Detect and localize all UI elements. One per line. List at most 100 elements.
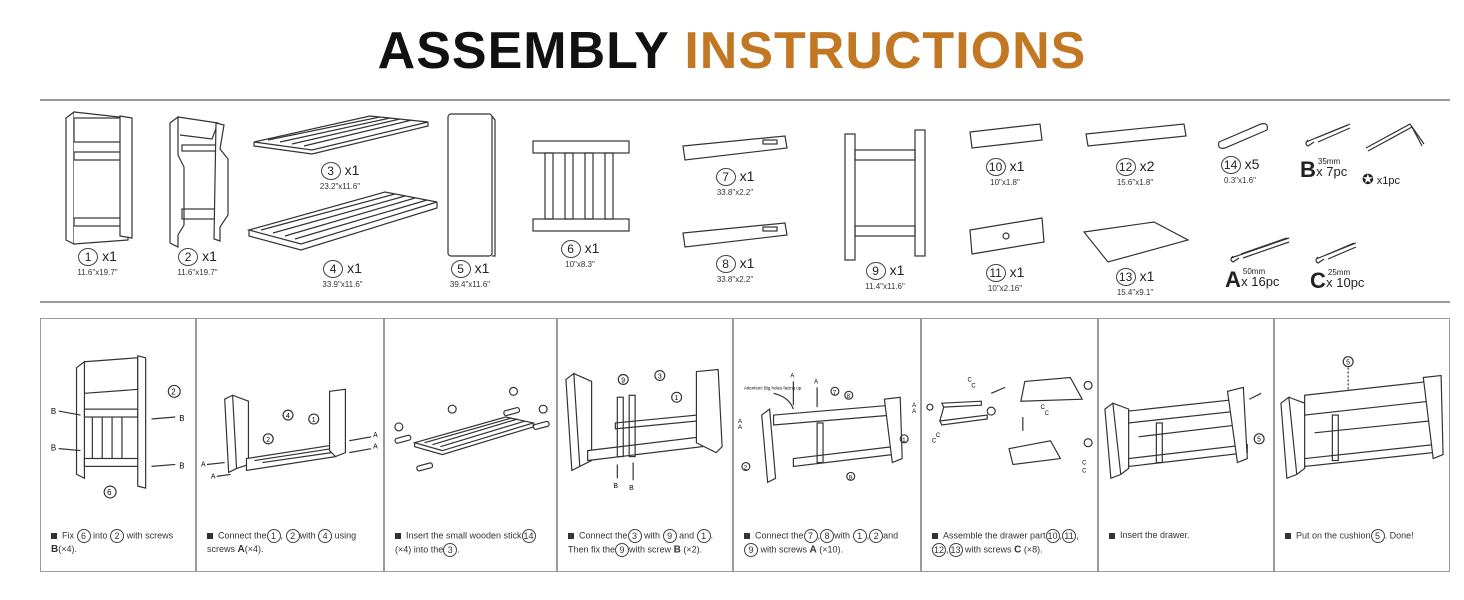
screw-c-icon bbox=[1315, 242, 1357, 264]
svg-text:A: A bbox=[814, 379, 818, 385]
svg-text:A: A bbox=[738, 425, 742, 431]
svg-text:C: C bbox=[1041, 405, 1046, 411]
step-4-illustration: 9 3 1 B B bbox=[565, 368, 723, 492]
svg-text:C: C bbox=[932, 439, 937, 445]
svg-text:2: 2 bbox=[744, 465, 747, 471]
drawer-bottom-13-icon bbox=[1082, 221, 1190, 263]
svg-text:2: 2 bbox=[171, 387, 175, 396]
step-7-illustration: 5 bbox=[1104, 386, 1265, 480]
step-7: 5 Insert the drawer. bbox=[1098, 318, 1274, 572]
step-8-illustration: 5 bbox=[1280, 356, 1444, 480]
svg-text:B: B bbox=[629, 485, 634, 492]
svg-text:4: 4 bbox=[286, 413, 290, 420]
cushion-5-icon bbox=[447, 113, 496, 257]
svg-text:C: C bbox=[1082, 460, 1087, 466]
svg-text:A: A bbox=[211, 473, 216, 480]
svg-text:1: 1 bbox=[675, 395, 679, 402]
side-panel-2-icon bbox=[169, 115, 229, 248]
page-title: ASSEMBLY INSTRUCTIONS bbox=[0, 22, 1464, 80]
step-1-illustration: B B B B 2 6 bbox=[51, 355, 184, 499]
wooden-dowel-14-icon bbox=[1218, 123, 1268, 149]
divider-frame-9-icon bbox=[844, 129, 926, 261]
svg-text:3: 3 bbox=[658, 373, 662, 380]
svg-text:A: A bbox=[373, 444, 378, 451]
svg-text:9: 9 bbox=[621, 377, 625, 384]
step-5-illustration: Attention! Big holes facing up A A 7 8 A… bbox=[738, 373, 916, 484]
svg-text:B: B bbox=[179, 414, 184, 423]
divider-parts-bottom bbox=[40, 301, 1450, 303]
screw-a-icon bbox=[1230, 237, 1290, 263]
shelf-3-icon bbox=[253, 115, 429, 155]
side-panel-1-icon bbox=[64, 110, 133, 245]
svg-text:B: B bbox=[51, 444, 56, 453]
title-assembly: ASSEMBLY bbox=[377, 22, 669, 80]
drawer-side-10-icon bbox=[969, 123, 1043, 149]
svg-text:A: A bbox=[912, 409, 916, 415]
shelf-4-icon bbox=[246, 191, 438, 251]
svg-text:6: 6 bbox=[107, 488, 112, 497]
svg-text:A: A bbox=[373, 432, 378, 439]
drawer-front-11-icon bbox=[969, 217, 1045, 255]
step-5: Attention! Big holes facing up A A 7 8 A… bbox=[733, 318, 921, 572]
svg-text:C: C bbox=[967, 377, 972, 383]
svg-text:8: 8 bbox=[847, 394, 851, 400]
step-6-illustration: CC CC CC CC bbox=[926, 376, 1093, 474]
svg-text:B: B bbox=[179, 461, 184, 470]
svg-text:C: C bbox=[971, 383, 976, 389]
title-instructions: INSTRUCTIONS bbox=[684, 22, 1087, 80]
svg-text:B: B bbox=[613, 483, 618, 490]
hex-bit-icon: ✪ bbox=[1362, 171, 1374, 187]
svg-text:B: B bbox=[51, 407, 56, 416]
svg-text:C: C bbox=[1045, 411, 1050, 417]
svg-text:2: 2 bbox=[266, 437, 270, 444]
step-2-illustration: 4 1 2 A A A A bbox=[201, 388, 378, 480]
svg-text:C: C bbox=[936, 433, 941, 439]
svg-text:5: 5 bbox=[1257, 437, 1261, 444]
step-3-illustration bbox=[394, 386, 550, 472]
allen-key-icon bbox=[1365, 123, 1425, 152]
attention-note: Attention! Big holes facing up bbox=[744, 385, 802, 390]
svg-text:A: A bbox=[790, 373, 794, 379]
svg-text:A: A bbox=[912, 403, 916, 409]
screw-b-icon bbox=[1305, 123, 1351, 147]
svg-text:1: 1 bbox=[312, 417, 316, 424]
slat-frame-6-icon bbox=[532, 140, 630, 232]
svg-text:7: 7 bbox=[833, 390, 836, 396]
rail-7-icon bbox=[682, 135, 788, 161]
drawer-rail-12-icon bbox=[1084, 123, 1187, 147]
step-1-text: Fix 6 into 2 with screws B(×4). bbox=[51, 529, 174, 555]
svg-text:C: C bbox=[1082, 468, 1087, 474]
step-7-text: Insert the drawer. bbox=[1109, 529, 1267, 542]
rail-8-icon bbox=[682, 222, 788, 248]
svg-text:5: 5 bbox=[1346, 360, 1350, 367]
svg-text:1: 1 bbox=[902, 438, 905, 444]
svg-text:A: A bbox=[738, 419, 742, 425]
